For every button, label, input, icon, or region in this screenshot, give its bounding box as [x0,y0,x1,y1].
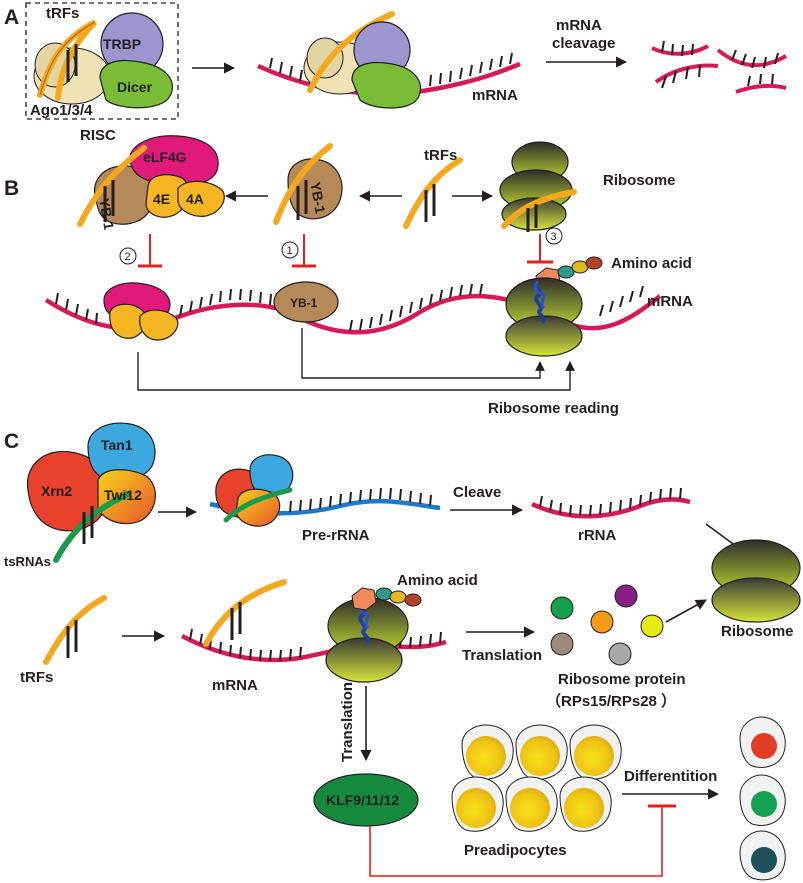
panel-b: B eLF4G YB-1 4E 4A YB-1 [4,135,693,417]
b-ribosome-reading-lines [137,328,575,391]
a-cleavage-label-2: cleavage [552,35,615,52]
b-4e-label: 4E [153,191,170,207]
c-mrna-strand [180,579,447,663]
b-inhibit-2 [138,234,162,268]
b-step1-marker [281,241,299,259]
b-bound-elf4g-icon [103,282,179,341]
c-free-trf-icon [43,595,107,665]
b-ribosome-reading-label: Ribosome reading [488,400,619,417]
b-trfs-label: tRFs [424,147,457,164]
a-risc-label: RISC [80,127,116,144]
c-amino-acid-label: Amino acid [397,572,478,589]
c-tan1-complex-icon [26,422,156,563]
b-step3-marker [545,227,563,245]
c-arrow-proteins-to-ribosome [665,599,707,623]
c-translation-v-label: Translation [339,682,356,762]
b-yb1-label-1: YB-1 [307,181,328,215]
a-cleavage-label-1: mRNA [556,17,602,34]
a-bound-complex-icon [303,11,422,109]
risc-complex-icon [33,12,173,109]
c-rps-label: （RPs15/RPs28 ） [546,692,676,710]
c-ribosome-label: Ribosome [721,623,794,640]
c-pre-rrna-label: Pre-rRNA [302,527,370,544]
b-elf4g-complex-icon [77,135,225,227]
c-klf-inhibition-line [369,804,676,877]
a-dicer-label: Dicer [117,79,153,95]
b-elf4g-label: eLF4G [143,149,187,165]
c-translation-h-label: Translation [462,647,542,664]
b-bound-yb1-icon [273,281,339,323]
b-step3-number: 3 [551,231,557,243]
c-trfs-label: tRFs [20,669,53,686]
c-mrna-label: mRNA [212,677,258,694]
b-inhibit-3 [527,234,553,264]
panel-b-label: B [4,177,19,200]
a-trfs-label: tRFs [46,5,79,22]
c-klf-icon [313,773,419,827]
c-rrna-label: rRNA [578,527,617,544]
b-amino-acid-label: Amino acid [611,255,692,272]
c-translating-ribosome-icon [325,597,409,683]
b-ribosome-label: Ribosome [603,172,676,189]
a-trbp-label: TRBP [103,36,141,52]
b-bound-yb1-label: YB-1 [290,296,318,310]
c-cleave-label: Cleave [453,484,501,501]
risc-box [25,2,179,120]
c-differentiated-cells-icon [739,716,786,881]
panel-c: C Tan1 Xrn2 Twi12 tsRNAs Pre-rRNA [4,422,801,881]
b-step2-marker [119,247,137,265]
c-xrn2-label: Xrn2 [41,483,72,499]
c-tan1-label: Tan1 [101,437,133,453]
b-translating-ribosome-icon [505,277,583,357]
b-step2-number: 2 [125,251,131,263]
a-mrna-label: mRNA [472,87,518,104]
c-ribosome-protein-label: Ribosome protein [558,671,686,688]
c-tsrnas-label: tsRNAs [4,554,51,569]
c-bound-complex-icon [215,454,294,527]
b-yb1-complex-icon [273,143,343,225]
c-preadipocytes-label: Preadipocytes [464,842,567,859]
panel-a-label: A [4,6,19,29]
c-rrna-strand [531,487,691,519]
a-cleaved-fragments [651,40,788,94]
c-twi12-label: Twi12 [104,487,142,503]
b-yb1-label-2: YB-1 [96,197,117,231]
c-differentition-label: Differentition [624,768,717,785]
c-preadipocytes-icon [451,724,622,832]
c-klf-label: KLF9/11/12 [326,792,399,808]
b-free-trf-icon [403,157,463,229]
b-inhibit-1 [292,234,316,268]
b-ribosome-icon [499,141,577,232]
c-ribosome-protein-dots [550,584,664,666]
b-step1-number: 1 [287,245,293,257]
c-ribosome-icon [711,539,801,623]
c-amino-acid-icon [351,587,422,611]
panel-a: A tRFs TRBP Dicer Ago1/3/4 RISC [4,2,788,144]
b-4a-label: 4A [186,191,204,207]
panel-c-label: C [4,430,19,453]
a-ago-label: Ago1/3/4 [30,102,93,119]
b-mrna-label: mRNA [647,293,693,310]
